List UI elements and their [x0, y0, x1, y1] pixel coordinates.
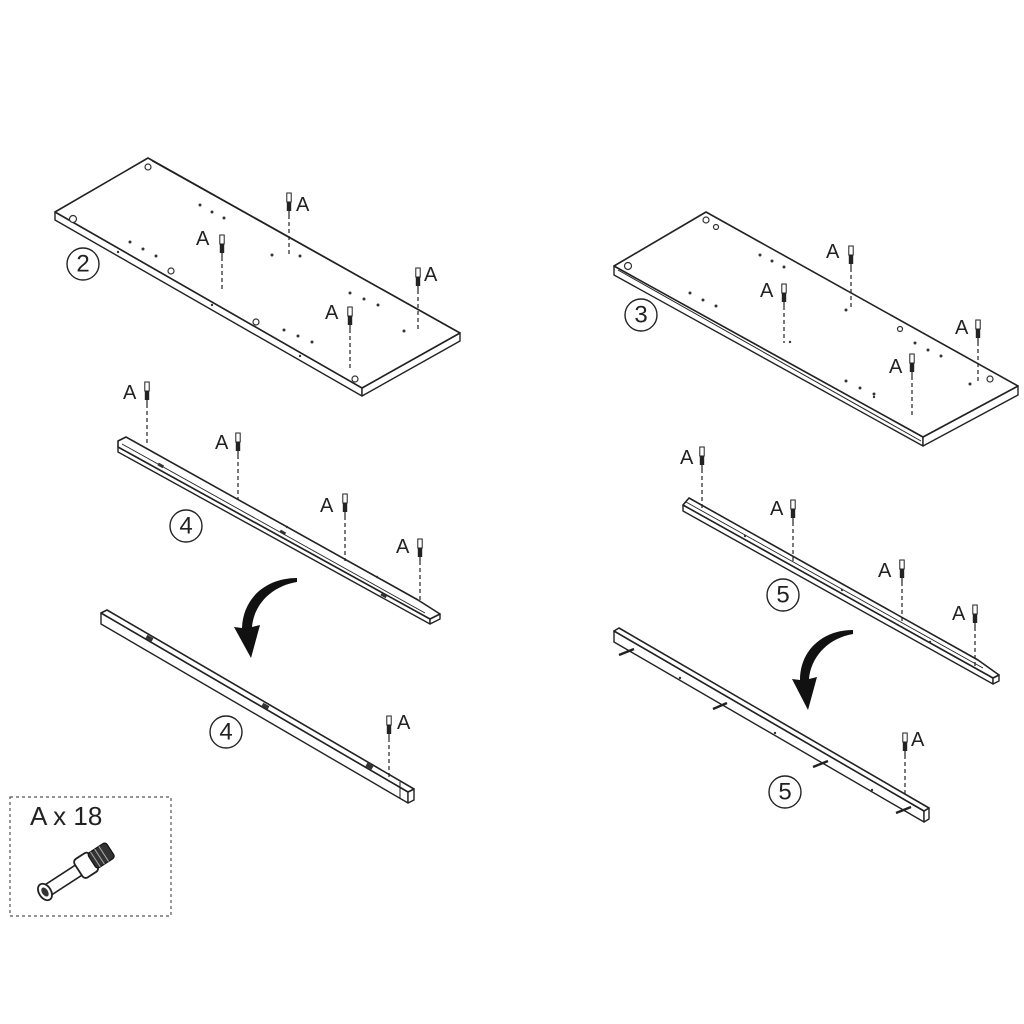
svg-text:A: A [424, 264, 438, 286]
rail-4-bottom [100, 609, 415, 804]
fastener-a: A [325, 302, 353, 369]
svg-text:A: A [397, 712, 411, 734]
fastener-a: A [396, 536, 423, 603]
fastener-a: A [386, 712, 411, 778]
fastener-a: A [760, 280, 787, 343]
badge-number: 3 [634, 302, 647, 329]
fastener-a: A [902, 729, 925, 796]
svg-text:A: A [952, 603, 966, 625]
fastener-a: A [215, 432, 241, 500]
rotate-arrow-icon [234, 578, 297, 658]
rotate-arrow-icon [792, 630, 853, 710]
fastener-a: A [415, 264, 438, 332]
svg-text:A: A [396, 536, 410, 558]
badge-panel-2: 2 [66, 247, 100, 281]
fastener-a: A [878, 559, 905, 624]
hardware-label: A x 18 [30, 801, 102, 831]
svg-text:A: A [320, 495, 334, 517]
svg-text:A: A [955, 317, 969, 339]
badge-number: 4 [179, 513, 192, 540]
svg-text:A: A [889, 356, 903, 378]
svg-text:A: A [215, 432, 229, 454]
fastener-a: A [196, 228, 225, 292]
rail-5-top [682, 497, 1000, 685]
rail-4-top [117, 436, 441, 625]
badge-rail-4-bottom: 4 [209, 715, 243, 749]
svg-text:A: A [325, 302, 339, 324]
svg-text:A: A [911, 729, 925, 751]
badge-number: 5 [776, 582, 789, 609]
rail-5-bottom [613, 627, 930, 823]
svg-text:A: A [680, 447, 694, 469]
badge-number: 2 [76, 251, 89, 278]
badge-rail-4-top: 4 [169, 509, 203, 543]
hardware-kit: A x 18 [9, 796, 172, 917]
panel-2 [54, 157, 461, 397]
svg-text:A: A [760, 280, 774, 302]
svg-text:A: A [770, 498, 784, 520]
svg-text:A: A [296, 194, 310, 216]
badge-panel-3: 3 [624, 298, 658, 332]
fastener-a: A [889, 353, 915, 418]
fastener-a: A [952, 603, 978, 666]
badge-rail-5-top: 5 [766, 578, 800, 612]
svg-text:A: A [196, 228, 210, 250]
fastener-a: A [955, 317, 981, 383]
fastener-a: A [123, 381, 150, 446]
svg-text:A: A [878, 560, 892, 582]
svg-text:A: A [826, 241, 840, 263]
cam-dowel-icon [37, 842, 115, 902]
fastener-a: A [286, 192, 310, 254]
badge-number: 5 [778, 779, 791, 806]
badge-number: 4 [219, 719, 232, 746]
badge-rail-5-bottom: 5 [768, 775, 802, 809]
svg-text:A: A [123, 382, 137, 404]
fastener-a: A [770, 498, 796, 564]
fastener-a: A [680, 446, 705, 510]
panel-3 [613, 211, 1019, 447]
fastener-a: A [320, 493, 348, 561]
fastener-a: A [826, 241, 854, 308]
